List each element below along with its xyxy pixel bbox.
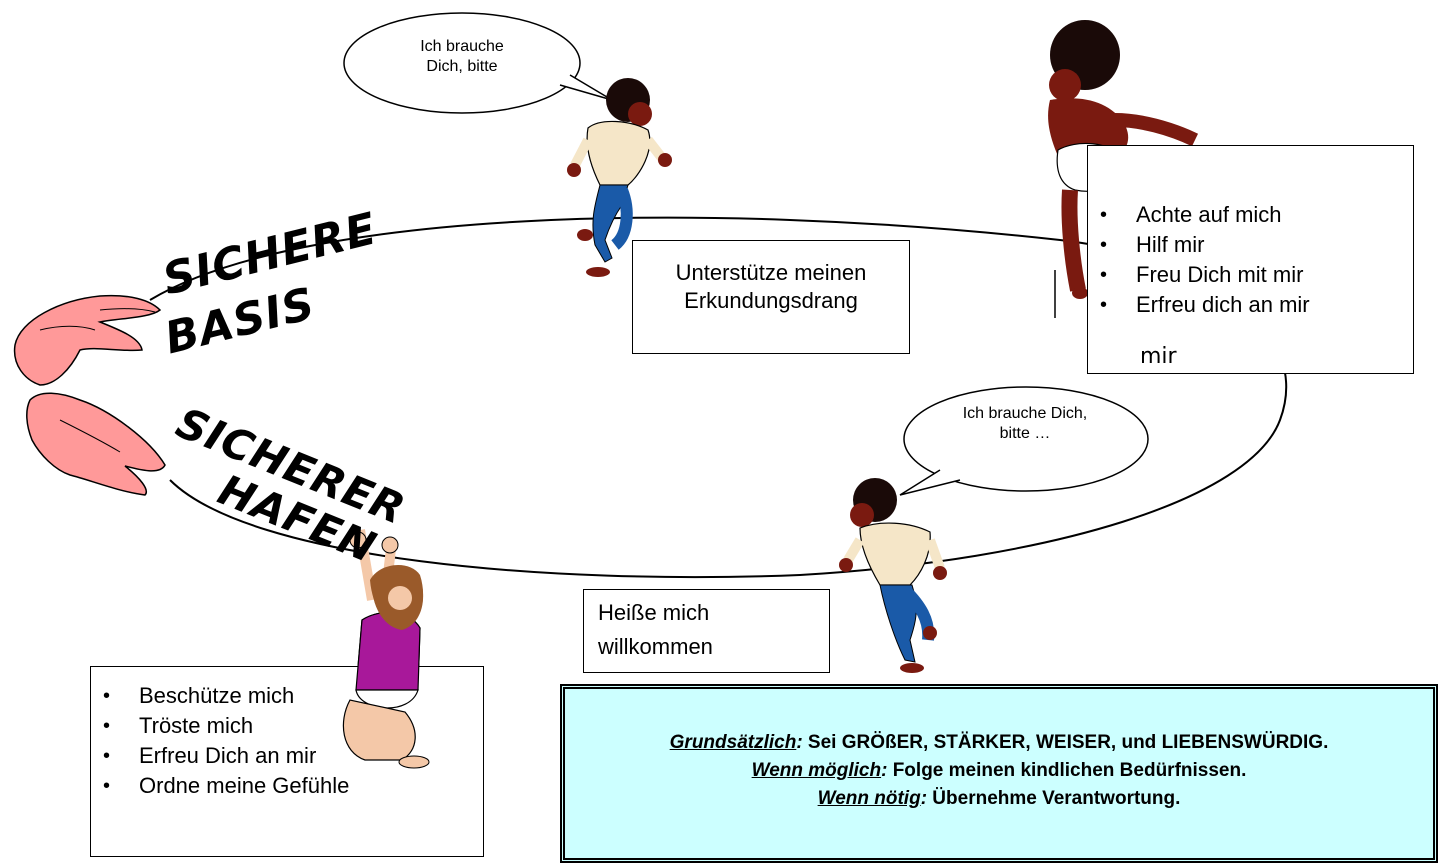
- explore-text: Unterstütze meinen Erkundungsdrang: [675, 260, 867, 313]
- list-item: Achte auf mich: [1100, 200, 1413, 230]
- principle-text-1: Sei GRÖßER, STÄRKER, WEISER, und LIEBENS…: [802, 732, 1329, 753]
- principle-line-3: Wenn nötig: Übernehme Verantwortung.: [817, 788, 1181, 809]
- lower-hand-icon: [26, 392, 166, 496]
- needs-box-bottom: Beschütze mich Tröste mich Erfreu Dich a…: [90, 666, 484, 857]
- principle-text-3: Übernehme Verantwortung.: [927, 788, 1181, 809]
- running-child-bottom-icon: [839, 478, 947, 673]
- list-item: Beschütze mich: [103, 681, 483, 711]
- list-item: Hilf mir: [1100, 230, 1413, 260]
- principle-keyword-2: Wenn möglich: [751, 760, 882, 781]
- top-speech-bubble: [343, 12, 613, 114]
- welcome-line-2: willkommen: [598, 634, 713, 659]
- needs-box-top: Achte auf mich Hilf mir Freu Dich mit mi…: [1087, 145, 1414, 374]
- principle-keyword-3: Wenn nötig: [817, 788, 921, 809]
- list-item: Erfreu dich an mir: [1100, 290, 1413, 320]
- overflow-text: mir: [1140, 344, 1177, 369]
- principle-line-2: Wenn möglich: Folge meinen kindlichen Be…: [751, 760, 1247, 781]
- explore-box: Unterstütze meinen Erkundungsdrang: [632, 240, 910, 354]
- right-bubble-text: Ich brauche Dich, bitte …: [962, 405, 1088, 442]
- right-speech-bubble: [899, 386, 1149, 496]
- upper-hand-icon: [13, 294, 162, 386]
- list-item: Tröste mich: [103, 711, 483, 741]
- list-item: Ordne meine Gefühle: [103, 771, 483, 801]
- top-bubble-text: Ich brauche Dich, bitte: [420, 38, 504, 75]
- principle-text-2: Folge meinen kindlichen Bedürfnissen.: [887, 760, 1247, 781]
- principles-box: Grundsätzlich: Sei GRÖßER, STÄRKER, WEIS…: [560, 684, 1438, 863]
- principle-line-1: Grundsätzlich: Sei GRÖßER, STÄRKER, WEIS…: [669, 732, 1329, 753]
- welcome-line-1: Heiße mich: [598, 600, 710, 625]
- principle-keyword-1: Grundsätzlich: [669, 732, 797, 753]
- running-child-top-icon: [567, 78, 672, 277]
- list-item: Erfreu Dich an mir: [103, 741, 483, 771]
- circle-path: [149, 216, 1288, 579]
- list-item: Freu Dich mit mir: [1100, 260, 1413, 290]
- welcome-box: Heiße mich willkommen: [583, 589, 830, 673]
